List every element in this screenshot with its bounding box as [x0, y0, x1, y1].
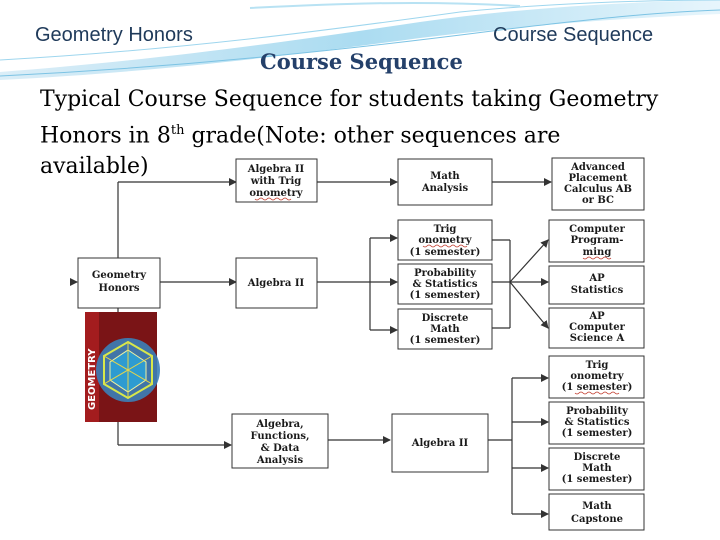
node-algebra2-mid: Algebra II: [235, 257, 318, 309]
header-title-right: Course Sequence: [493, 24, 654, 46]
svg-text:Probability& Statistics(1 seme: Probability& Statistics(1 semester): [410, 268, 481, 301]
node-prob-stats-low: Probability& Statistics(1 semester): [548, 401, 645, 445]
header-title-left: Geometry Honors: [35, 24, 193, 46]
body-line-3: available): [40, 154, 149, 180]
svg-text:Algebra II: Algebra II: [247, 278, 305, 289]
body-line-1: Typical Course Sequence for students tak…: [40, 87, 659, 112]
header-wave-decoration: [0, 0, 720, 80]
svg-text:Probability& Statistics(1 seme: Probability& Statistics(1 semester): [562, 406, 633, 439]
slide-body-text: Typical Course Sequence for students tak…: [40, 84, 680, 182]
slide-subtitle: Course Sequence: [260, 49, 463, 74]
svg-text:Algebra II: Algebra II: [411, 438, 469, 449]
geometry-textbook-image: GEOMETRY: [85, 312, 160, 422]
node-prob-stats-top: Probability& Statistics(1 semester): [397, 263, 493, 305]
node-algebra2-low: Algebra II: [391, 413, 489, 473]
spellcheck-underlines: [254, 197, 620, 395]
book-spine-text: GEOMETRY: [87, 348, 98, 410]
body-line-2: Honors in 8th grade(Note: other sequence…: [40, 123, 561, 149]
